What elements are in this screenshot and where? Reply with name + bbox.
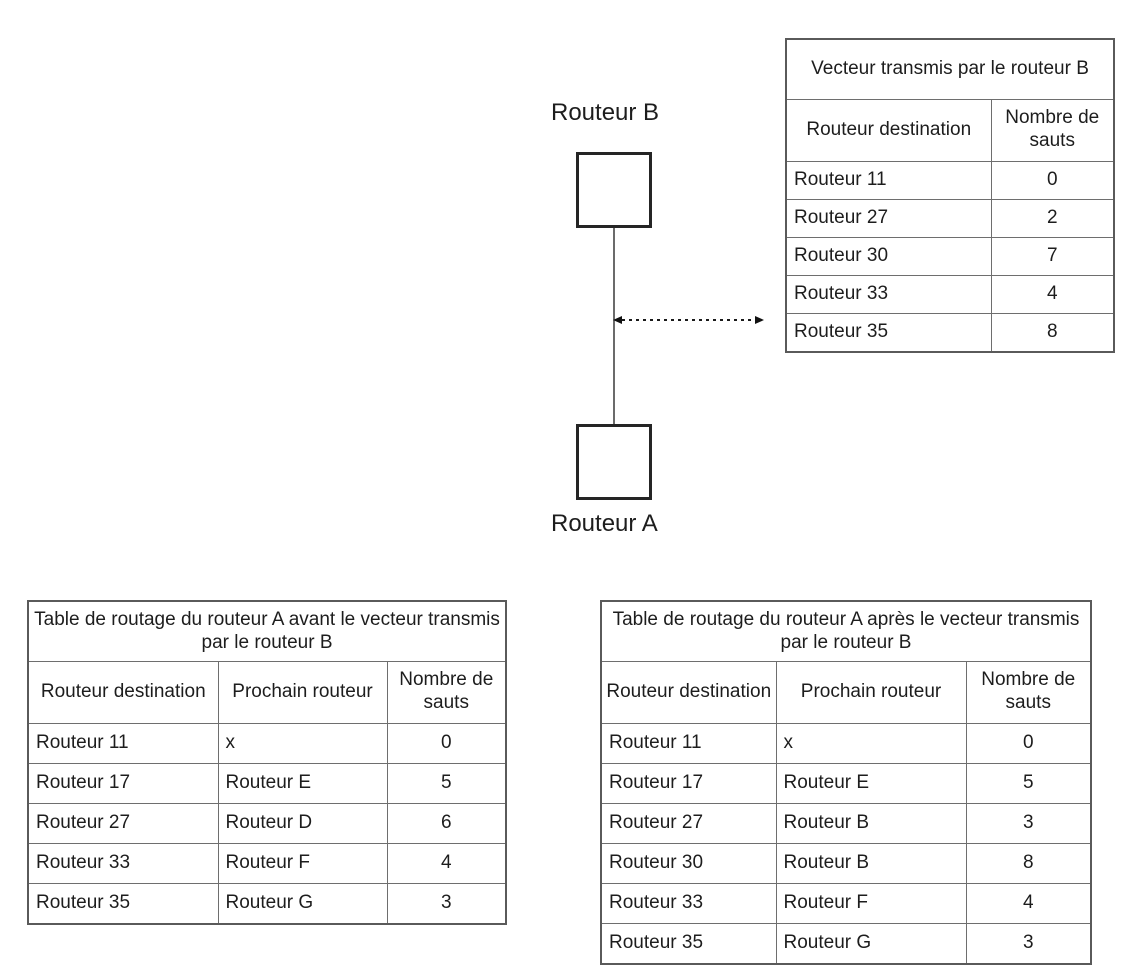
table-row: Routeur 35 Routeur G 3 bbox=[600, 923, 1092, 965]
cell-hops: 0 bbox=[990, 161, 1115, 200]
table-row: Routeur 33 Routeur F 4 bbox=[27, 843, 507, 884]
router-link-line bbox=[613, 228, 615, 426]
router-topology-diagram: Routeur B Routeur A bbox=[0, 0, 800, 560]
after-table-title: Table de routage du routeur A après le v… bbox=[600, 600, 1092, 662]
cell-destination: Routeur 27 bbox=[27, 803, 219, 844]
cell-hops: 5 bbox=[965, 763, 1092, 804]
cell-hops: 2 bbox=[990, 199, 1115, 238]
cell-destination: Routeur 11 bbox=[27, 723, 219, 764]
table-row: Routeur 11 x 0 bbox=[600, 723, 1092, 764]
column-header-next-router: Prochain routeur bbox=[217, 661, 388, 724]
vector-table-title: Vecteur transmis par le routeur B bbox=[785, 38, 1115, 100]
column-header-destination: Routeur destination bbox=[27, 661, 219, 724]
cell-destination: Routeur 33 bbox=[785, 275, 992, 314]
cell-destination: Routeur 17 bbox=[27, 763, 219, 804]
table-title-row: Vecteur transmis par le routeur B bbox=[785, 38, 1115, 100]
vector-transmitted-table: Vecteur transmis par le routeur B Routeu… bbox=[785, 38, 1115, 353]
table-row: Routeur 27 Routeur D 6 bbox=[27, 803, 507, 844]
cell-hops: 4 bbox=[990, 275, 1115, 314]
cell-next-router: Routeur B bbox=[775, 843, 967, 884]
table-row: Routeur 35 8 bbox=[785, 313, 1115, 353]
cell-destination: Routeur 27 bbox=[785, 199, 992, 238]
cell-next-router: Routeur F bbox=[775, 883, 967, 924]
table-row: Routeur 17 Routeur E 5 bbox=[27, 763, 507, 804]
cell-destination: Routeur 11 bbox=[600, 723, 777, 764]
cell-next-router: Routeur D bbox=[217, 803, 388, 844]
routing-table-before: Table de routage du routeur A avant le v… bbox=[27, 600, 508, 925]
table-header-row: Routeur destination Prochain routeur Nom… bbox=[600, 661, 1092, 724]
table-row: Routeur 11 x 0 bbox=[27, 723, 507, 764]
column-header-destination: Routeur destination bbox=[785, 99, 992, 162]
cell-next-router: Routeur E bbox=[217, 763, 388, 804]
cell-next-router: x bbox=[775, 723, 967, 764]
table-header-row: Routeur destination Nombre de sauts bbox=[785, 99, 1115, 162]
table-row: Routeur 17 Routeur E 5 bbox=[600, 763, 1092, 804]
cell-next-router: Routeur E bbox=[775, 763, 967, 804]
table-row: Routeur 33 4 bbox=[785, 275, 1115, 314]
cell-next-router: x bbox=[217, 723, 388, 764]
table-row: Routeur 30 7 bbox=[785, 237, 1115, 276]
cell-destination: Routeur 27 bbox=[600, 803, 777, 844]
cell-hops: 3 bbox=[965, 923, 1092, 965]
table-row: Routeur 11 0 bbox=[785, 161, 1115, 200]
column-header-hops: Nombre de sauts bbox=[386, 661, 507, 724]
cell-hops: 0 bbox=[965, 723, 1092, 764]
table-row: Routeur 30 Routeur B 8 bbox=[600, 843, 1092, 884]
before-table-title: Table de routage du routeur A avant le v… bbox=[27, 600, 507, 662]
router-b-label: Routeur B bbox=[551, 99, 660, 126]
cell-destination: Routeur 11 bbox=[785, 161, 992, 200]
column-header-hops: Nombre de sauts bbox=[965, 661, 1092, 724]
cell-next-router: Routeur B bbox=[775, 803, 967, 844]
cell-hops: 7 bbox=[990, 237, 1115, 276]
table-title-row: Table de routage du routeur A avant le v… bbox=[27, 600, 507, 662]
cell-destination: Routeur 30 bbox=[600, 843, 777, 884]
cell-destination: Routeur 30 bbox=[785, 237, 992, 276]
cell-hops: 6 bbox=[386, 803, 507, 844]
table-title-row: Table de routage du routeur A après le v… bbox=[600, 600, 1092, 662]
cell-hops: 4 bbox=[386, 843, 507, 884]
router-a-label: Routeur A bbox=[551, 510, 658, 537]
cell-destination: Routeur 17 bbox=[600, 763, 777, 804]
cell-destination: Routeur 33 bbox=[27, 843, 219, 884]
table-row: Routeur 27 2 bbox=[785, 199, 1115, 238]
router-a-node bbox=[576, 424, 652, 500]
cell-hops: 8 bbox=[965, 843, 1092, 884]
column-header-destination: Routeur destination bbox=[600, 661, 777, 724]
cell-next-router: Routeur G bbox=[775, 923, 967, 965]
table-header-row: Routeur destination Prochain routeur Nom… bbox=[27, 661, 507, 724]
cell-hops: 0 bbox=[386, 723, 507, 764]
cell-destination: Routeur 35 bbox=[600, 923, 777, 965]
column-header-hops: Nombre de sauts bbox=[990, 99, 1115, 162]
routing-table-after: Table de routage du routeur A après le v… bbox=[600, 600, 1092, 965]
table-row: Routeur 27 Routeur B 3 bbox=[600, 803, 1092, 844]
table-row: Routeur 33 Routeur F 4 bbox=[600, 883, 1092, 924]
cell-hops: 5 bbox=[386, 763, 507, 804]
cell-destination: Routeur 35 bbox=[785, 313, 992, 353]
cell-hops: 3 bbox=[965, 803, 1092, 844]
router-b-node bbox=[576, 152, 652, 228]
cell-hops: 8 bbox=[990, 313, 1115, 353]
column-header-next-router: Prochain routeur bbox=[775, 661, 967, 724]
cell-next-router: Routeur F bbox=[217, 843, 388, 884]
vector-transmission-arrow-icon bbox=[613, 316, 764, 324]
